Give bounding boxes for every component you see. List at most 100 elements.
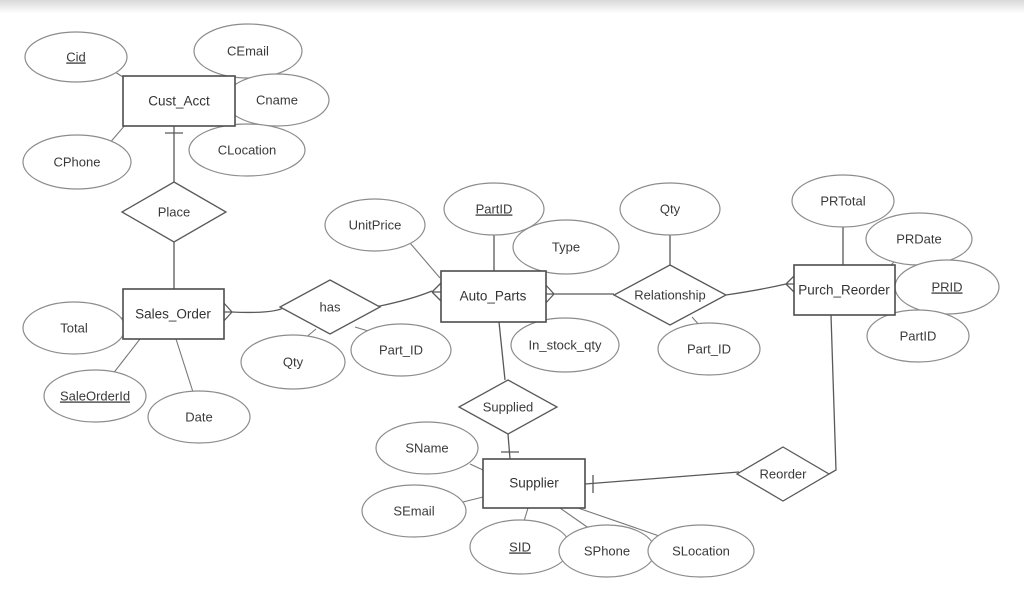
entity-rect bbox=[122, 288, 225, 340]
relationship-diamond bbox=[612, 264, 728, 326]
attribute-type[interactable]: Type bbox=[512, 219, 620, 275]
attribute-has-part-id[interactable]: Part_ID bbox=[350, 323, 452, 377]
attribute-relationship-qty[interactable]: Qty bbox=[619, 182, 721, 236]
edge-auto-parts-unitprice bbox=[409, 242, 441, 279]
entity-rect bbox=[482, 458, 586, 509]
attribute-label: PRTotal bbox=[820, 193, 865, 208]
edge-has-auto-parts bbox=[374, 290, 433, 308]
attribute-prtotal[interactable]: PRTotal bbox=[791, 174, 895, 228]
attributes-layer: Cid CEmail Cname CLocation CPhone Total bbox=[22, 23, 1000, 578]
relationship-diamond bbox=[278, 279, 382, 335]
edge-supplied-supplier bbox=[507, 433, 511, 460]
edge-auto-parts-supplied bbox=[498, 321, 506, 381]
attribute-ellipse bbox=[510, 317, 620, 373]
attribute-label: SID bbox=[509, 539, 531, 554]
attribute-label: SName bbox=[405, 440, 448, 455]
edge-supplier-slocation bbox=[577, 507, 666, 539]
attribute-ellipse bbox=[240, 334, 346, 390]
edge-supplier-sname bbox=[469, 463, 484, 471]
attribute-ellipse bbox=[647, 524, 755, 578]
attribute-label: Type bbox=[552, 239, 580, 254]
attribute-semail[interactable]: SEmail bbox=[361, 484, 467, 538]
attribute-label: Cid bbox=[66, 49, 86, 64]
entity-sales-order[interactable]: Sales_Order bbox=[122, 288, 225, 340]
attribute-ellipse bbox=[619, 182, 721, 236]
attribute-ellipse bbox=[43, 369, 147, 423]
relationship-relationship[interactable]: Relationship bbox=[612, 264, 728, 326]
attribute-label: SLocation bbox=[672, 543, 730, 558]
edge-supplier-sid bbox=[523, 507, 529, 522]
attribute-partid-purch-reorder[interactable]: PartID bbox=[866, 309, 970, 363]
attribute-ellipse bbox=[350, 323, 452, 377]
entity-label: Purch_Reorder bbox=[798, 283, 890, 298]
attribute-label: In_stock_qty bbox=[529, 337, 602, 352]
attribute-date[interactable]: Date bbox=[147, 390, 251, 444]
relationships-layer: Place has Relationship Supplied Reorder bbox=[120, 181, 831, 502]
entity-cust-acct[interactable]: Cust_Acct bbox=[122, 75, 236, 127]
attribute-saleorderid[interactable]: SaleOrderId bbox=[43, 369, 147, 423]
attribute-prid[interactable]: PRID bbox=[894, 259, 1000, 315]
attribute-label: Date bbox=[185, 409, 212, 424]
attribute-relationship-part-id[interactable]: Part_ID bbox=[657, 322, 761, 376]
attribute-cemail[interactable]: CEmail bbox=[193, 23, 303, 79]
attribute-ellipse bbox=[375, 421, 479, 475]
entity-purch-reorder[interactable]: Purch_Reorder bbox=[793, 264, 896, 316]
edge-supplier-semail bbox=[462, 496, 484, 503]
edge-sales-order-has bbox=[231, 306, 286, 314]
edge-reorder-purch-reorder bbox=[828, 314, 837, 475]
attribute-label: SaleOrderId bbox=[60, 388, 130, 403]
relationship-label: has bbox=[320, 299, 341, 314]
attribute-label: CLocation bbox=[218, 142, 277, 157]
attribute-in-stock-qty[interactable]: In_stock_qty bbox=[510, 317, 620, 373]
relationship-place[interactable]: Place bbox=[120, 181, 228, 243]
edge-sales-order-date bbox=[175, 338, 194, 393]
edge-supplier-reorder bbox=[584, 471, 740, 485]
attribute-ellipse bbox=[657, 322, 761, 376]
attribute-unitprice[interactable]: UnitPrice bbox=[324, 198, 426, 252]
entity-label: Supplier bbox=[509, 476, 559, 491]
attribute-ellipse bbox=[443, 182, 545, 236]
attribute-ellipse bbox=[361, 484, 467, 538]
attribute-label: PartID bbox=[900, 328, 937, 343]
attribute-label: SPhone bbox=[584, 543, 630, 558]
attribute-label: CEmail bbox=[227, 43, 269, 58]
attribute-partid-auto-parts[interactable]: PartID bbox=[443, 182, 545, 236]
relationship-label: Supplied bbox=[483, 399, 534, 414]
attribute-sname[interactable]: SName bbox=[375, 421, 479, 475]
entity-supplier[interactable]: Supplier bbox=[482, 458, 586, 509]
attribute-ellipse bbox=[866, 309, 970, 363]
attribute-has-qty[interactable]: Qty bbox=[240, 334, 346, 390]
entities-layer: Cust_Acct Sales_Order Auto_Parts Purch_R… bbox=[122, 75, 896, 509]
attribute-total[interactable]: Total bbox=[22, 301, 126, 355]
attribute-label: Qty bbox=[283, 354, 304, 369]
attribute-label: Cname bbox=[256, 92, 298, 107]
attribute-label: UnitPrice bbox=[349, 217, 402, 232]
attribute-label: Part_ID bbox=[379, 342, 423, 357]
relationship-has[interactable]: has bbox=[278, 279, 382, 335]
entity-rect bbox=[440, 270, 547, 323]
attribute-ellipse bbox=[791, 174, 895, 228]
attribute-slocation[interactable]: SLocation bbox=[647, 524, 755, 578]
relationship-label: Reorder bbox=[760, 466, 808, 481]
attribute-cid[interactable]: Cid bbox=[24, 31, 128, 83]
attribute-sid[interactable]: SID bbox=[469, 519, 571, 575]
attribute-label: Qty bbox=[660, 201, 681, 216]
attribute-label: PRID bbox=[931, 279, 962, 294]
relationship-reorder[interactable]: Reorder bbox=[735, 446, 831, 502]
attribute-cname[interactable]: Cname bbox=[224, 73, 330, 127]
entity-auto-parts[interactable]: Auto_Parts bbox=[440, 270, 547, 323]
attribute-clocation[interactable]: CLocation bbox=[188, 123, 306, 177]
edge-supplier-sphone bbox=[559, 507, 591, 530]
attribute-sphone[interactable]: SPhone bbox=[558, 524, 656, 578]
edge-relationship-purch-reorder bbox=[725, 283, 787, 296]
attribute-cphone[interactable]: CPhone bbox=[22, 134, 132, 190]
relationship-supplied[interactable]: Supplied bbox=[457, 379, 559, 435]
relationship-label: Relationship bbox=[634, 287, 706, 302]
attribute-ellipse bbox=[147, 390, 251, 444]
relationship-diamond bbox=[120, 181, 228, 243]
relationship-label: Place bbox=[158, 204, 191, 219]
attribute-prdate[interactable]: PRDate bbox=[865, 212, 973, 266]
attribute-label: PartID bbox=[476, 201, 513, 216]
